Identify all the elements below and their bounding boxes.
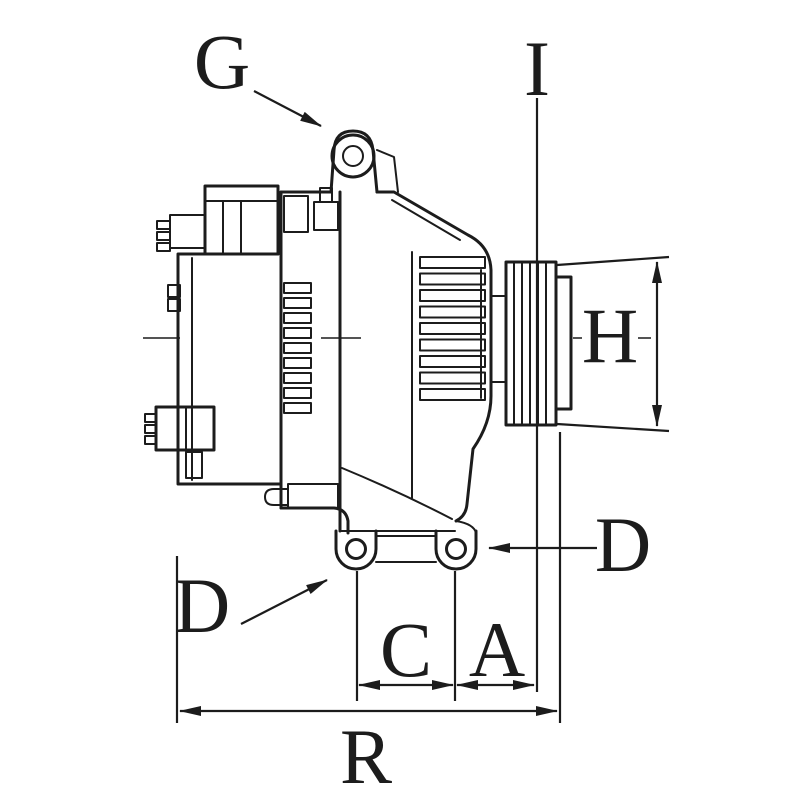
top-block-2-stem (319, 187, 333, 203)
dim-label-d-right: D (595, 501, 651, 588)
vent-slot (419, 355, 486, 368)
connector-pin (156, 231, 171, 241)
front-lower-contour (341, 467, 453, 520)
dim-label-c: C (380, 606, 432, 693)
extension-line-h-top (556, 255, 670, 267)
alternator-drawing (143, 129, 573, 571)
mounting-ear-hole-inner (342, 145, 364, 167)
connector-terminal-block (169, 214, 206, 249)
vent-slot (419, 305, 486, 319)
vent-slot (283, 357, 312, 369)
ear-side-bracket (376, 149, 399, 193)
foot-hole-right (445, 538, 467, 560)
foot-hole-left (345, 538, 367, 560)
connector-pin (156, 242, 171, 252)
housing-bottom-front (279, 506, 350, 535)
vent-slot (283, 372, 312, 384)
dimension-labels: G I H D D C A R (174, 18, 651, 800)
vent-slot (419, 256, 486, 269)
vent-slot (283, 282, 312, 294)
lower-stub-block (287, 483, 339, 509)
vent-slot (419, 338, 486, 352)
dim-label-d-left: D (174, 562, 230, 649)
top-inner-slant (391, 199, 461, 241)
housing-top-right-and-right-edge (375, 190, 493, 523)
mounting-feet (334, 529, 478, 571)
vent-slot (419, 388, 486, 401)
mounting-ear-hole-outer (330, 133, 376, 179)
lug-connector-right (455, 520, 477, 534)
dim-label-i: I (524, 25, 550, 112)
vent-slot (419, 322, 486, 335)
pulley-hub (554, 275, 573, 411)
dim-label-g: G (194, 18, 250, 105)
dim-label-a: A (469, 606, 525, 693)
rear-tab (167, 284, 181, 298)
pulley (490, 260, 573, 427)
vent-slot (283, 297, 312, 309)
leader-line-g (253, 90, 322, 127)
b-terminal-pin (144, 413, 157, 423)
foot-lug-left (334, 529, 378, 571)
rear-tab (167, 298, 181, 312)
vent-slot (283, 312, 312, 324)
label-backdrop-h (582, 305, 638, 369)
b-terminal-pin (144, 435, 157, 445)
leader-line-d-left (240, 579, 328, 625)
vent-slot (419, 371, 486, 385)
dim-label-h: H (582, 292, 638, 379)
vent-slots-left (283, 282, 312, 414)
extension-line-h-bottom (556, 422, 670, 433)
top-block-2 (313, 201, 339, 231)
top-block-1 (283, 195, 309, 233)
b-terminal-lower-tab (185, 451, 203, 479)
vent-slot (283, 402, 312, 414)
vent-slot (283, 327, 312, 339)
vent-slot (419, 289, 486, 302)
foot-lug-right (434, 529, 478, 571)
vent-slot (419, 272, 486, 286)
connector-pin (156, 220, 171, 230)
lower-stub-pin (264, 488, 289, 506)
b-terminal-pin (144, 424, 157, 434)
vent-slot (283, 342, 312, 354)
dim-label-r: R (340, 713, 392, 800)
dimension-lines (175, 90, 670, 723)
vent-slot (283, 387, 312, 399)
vent-slots-right (419, 256, 486, 401)
